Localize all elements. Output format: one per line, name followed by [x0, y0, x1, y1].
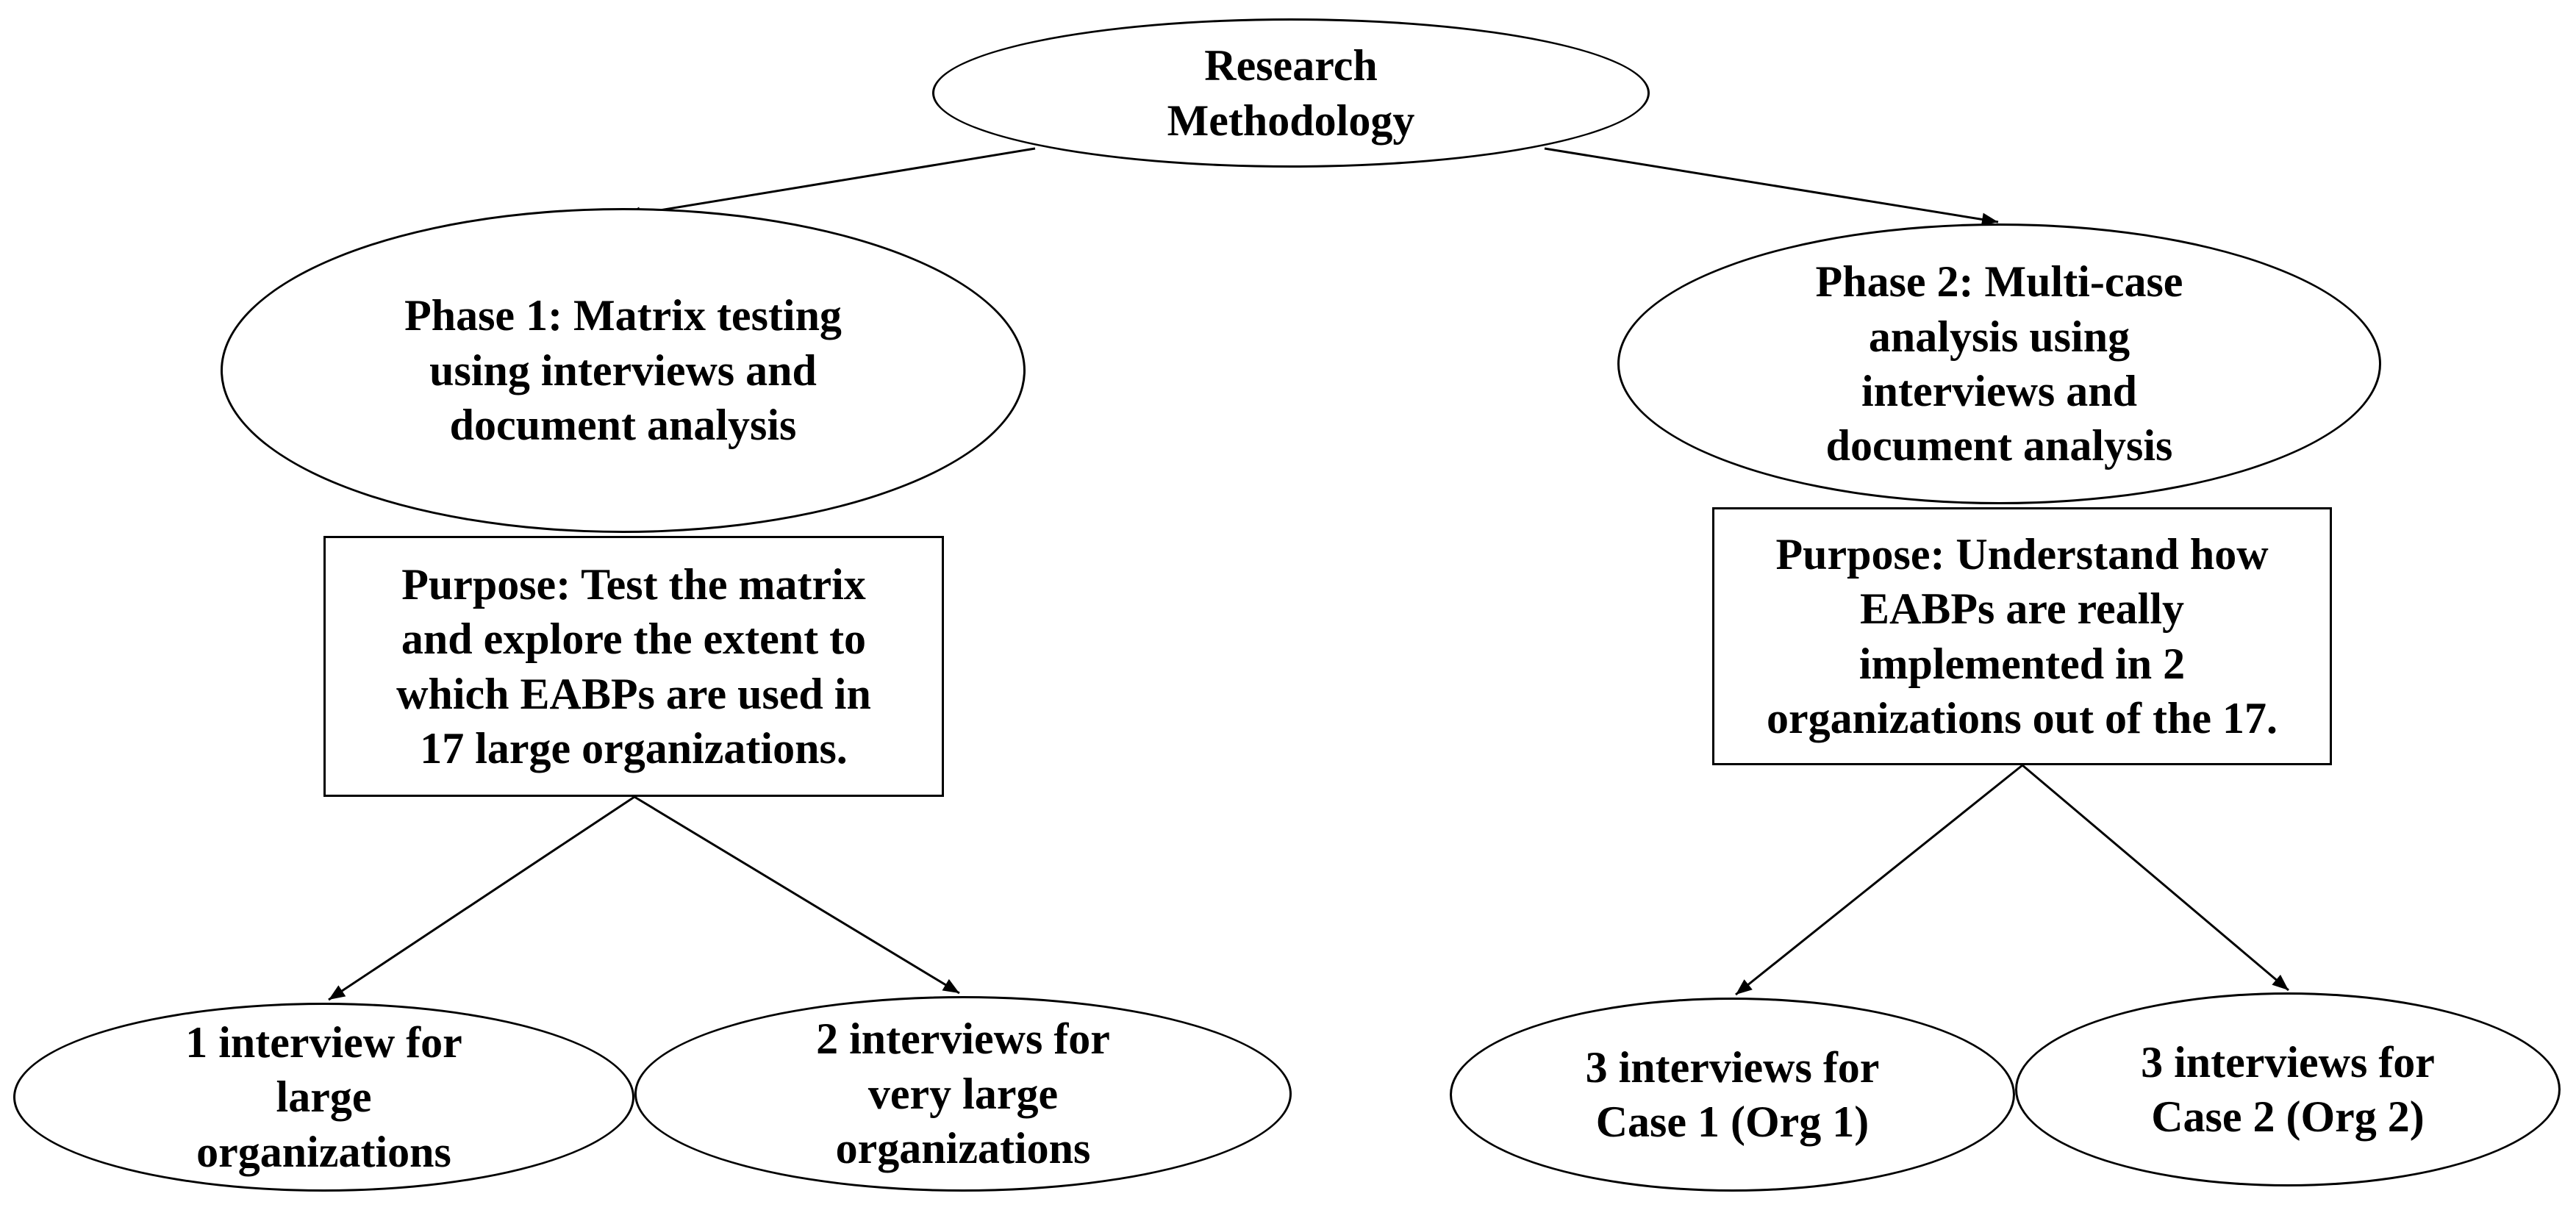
phase-2-leaf-1-label: 3 interviews for Case 1 (Org 1) [1585, 1042, 1880, 1146]
root-node-shape [932, 18, 1650, 168]
root-node-label: Research Methodology [1167, 41, 1415, 145]
phase-1-purpose-box [323, 536, 944, 797]
arrow-phase-1-to-leaf-1 [328, 795, 635, 1001]
phase-1-purpose-text: Purpose: Test the matrix and explore the… [396, 559, 871, 773]
arrow-root-to-phase-2 [1544, 147, 1999, 226]
arrowhead [1736, 979, 1753, 995]
phase-2-leaf-1-shape [1450, 998, 2015, 1192]
phase-2-purpose-text: Purpose: Understand how EABPs are really… [1767, 529, 2278, 742]
phase-2-node-shape [1617, 223, 2381, 504]
phase-1-node-shape [221, 208, 1026, 533]
phase-2-title: Phase 2: Multi-case analysis using inter… [1815, 257, 2183, 470]
arrow-phase-2-to-leaf-1 [1735, 764, 2023, 996]
phase-2-leaf-2-label: 3 interviews for Case 2 (Org 2) [2141, 1037, 2435, 1141]
phase-1-title: Phase 1: Matrix testing using interviews… [404, 291, 842, 450]
arrow-phase-2-to-leaf-2 [2022, 764, 2289, 992]
phase-1-leaf-1-label: 1 interview for large organizations [185, 1017, 462, 1176]
arrowhead [942, 978, 959, 993]
arrowhead [329, 985, 346, 1000]
arrowhead [2272, 974, 2289, 990]
arrow-phase-1-to-leaf-2 [634, 795, 960, 995]
phase-1-leaf-2-shape [634, 996, 1292, 1192]
phase-1-leaf-2-label: 2 interviews for very large organization… [816, 1014, 1110, 1173]
arrowhead [1981, 212, 1998, 226]
phase-2-purpose-box [1712, 507, 2332, 765]
phase-2-leaf-2-shape [2015, 992, 2561, 1186]
phase-1-leaf-1-shape [13, 1003, 634, 1192]
